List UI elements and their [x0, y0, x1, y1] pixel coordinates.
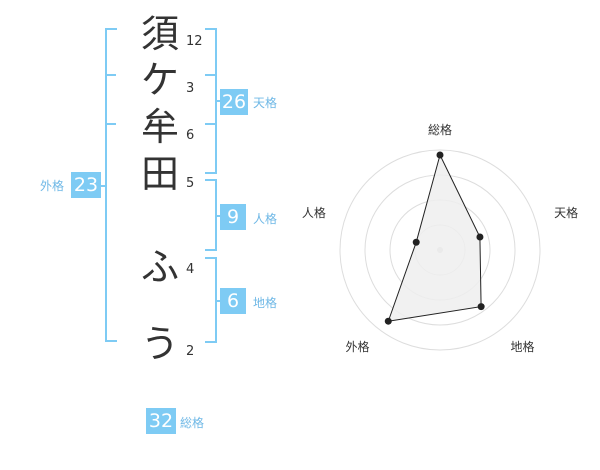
radar-axis-label-5: 人格 — [302, 205, 326, 220]
radar-point-3 — [477, 303, 485, 311]
stroke-count-6: 2 — [186, 344, 195, 359]
stroke-count-5: 4 — [186, 262, 195, 277]
radar-axis-label-2: 天格 — [554, 205, 578, 220]
chikaku-value-badge: 6 — [220, 288, 246, 314]
name-char-4: 田 — [140, 152, 179, 196]
stroke-count-2: 3 — [186, 81, 195, 96]
soukaku-label: 総格 — [180, 416, 205, 430]
name-char-6: う — [140, 322, 179, 366]
radar-grid-ring — [339, 149, 541, 351]
tenkaku-bracket — [205, 28, 217, 174]
radar-series-polygon — [387, 153, 482, 322]
name-char-5: ふ — [140, 245, 179, 289]
soukaku-value-badge: 32 — [146, 408, 176, 434]
stroke-count-4: 5 — [186, 176, 195, 191]
radar-axis-label-3: 地格 — [511, 339, 535, 354]
radar-axis-label-4: 外格 — [345, 339, 369, 354]
chikaku-connector — [217, 300, 221, 302]
tenkaku-label: 天格 — [253, 96, 278, 110]
radar-point-5 — [412, 238, 420, 246]
gaikaku-value-badge: 23 — [71, 172, 101, 198]
stroke-count-1: 12 — [186, 34, 203, 49]
radar-point-4 — [384, 317, 392, 325]
name-char-2: ケ — [140, 58, 179, 102]
gaikaku-label: 外格 — [40, 179, 65, 193]
tenkaku-bracket-tick — [205, 74, 215, 76]
jinkaku-label: 人格 — [253, 212, 278, 226]
name-char-3: 牟 — [140, 105, 179, 149]
radar-point-2 — [476, 233, 484, 241]
gaikaku-bracket-tick — [107, 123, 116, 125]
gaikaku-bracket-tick — [107, 74, 116, 76]
gaikaku-connector — [96, 185, 106, 187]
jinkaku-value-badge: 9 — [220, 204, 246, 230]
tenkaku-bracket-tick — [205, 123, 215, 125]
radar-point-1 — [436, 151, 444, 159]
radar-axis-label-1: 総格 — [428, 122, 452, 137]
stroke-count-3: 6 — [186, 128, 195, 143]
name-char-1: 須 — [140, 12, 179, 56]
tenkaku-value-badge: 26 — [220, 89, 248, 115]
tenkaku-connector — [217, 100, 221, 102]
chikaku-bracket — [205, 257, 217, 343]
jinkaku-bracket — [205, 179, 217, 251]
gaikaku-bracket — [105, 28, 117, 342]
jinkaku-connector — [217, 215, 221, 217]
chikaku-label: 地格 — [253, 296, 278, 310]
